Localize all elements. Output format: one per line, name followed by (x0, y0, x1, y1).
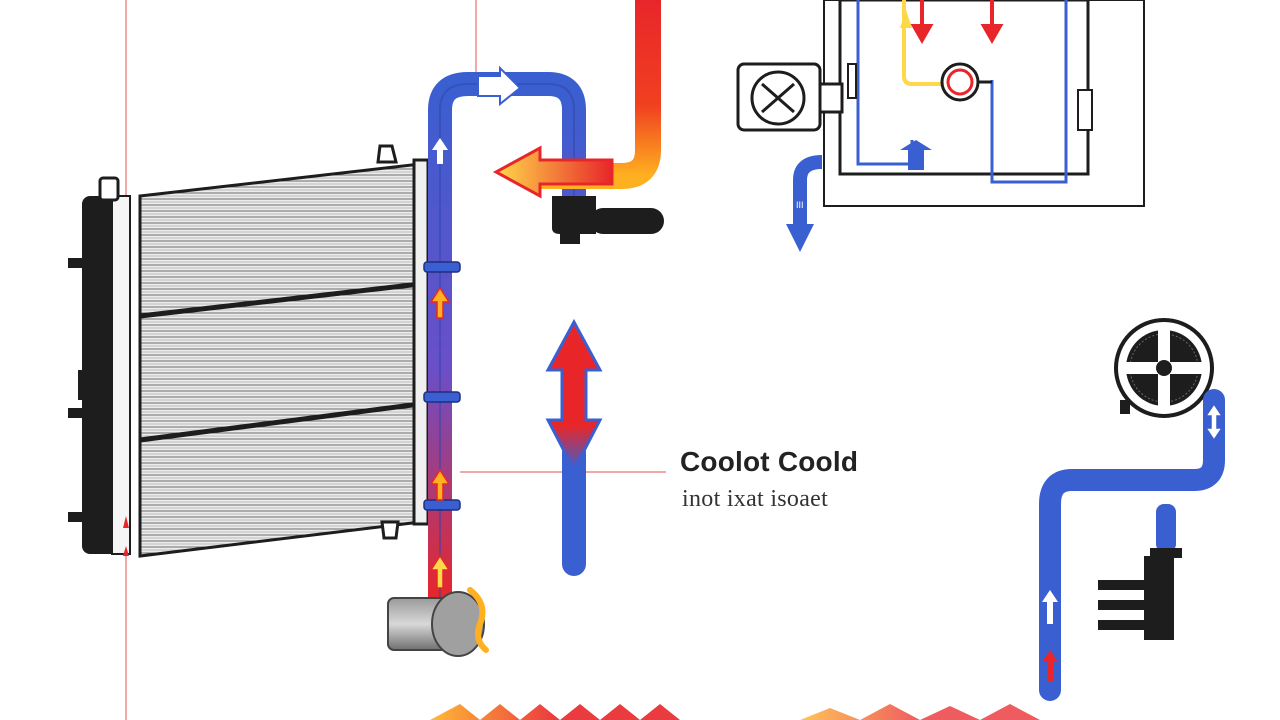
water-pump (387, 587, 489, 657)
diagram-subtitle: inot ixat isoaet (682, 486, 829, 512)
engine-block: III (786, 0, 1145, 252)
coolant-sensor (1098, 504, 1182, 640)
cooling-fan (1114, 318, 1214, 418)
radiator (68, 144, 430, 558)
bottom-hot-flow (430, 704, 1040, 720)
svg-text:III: III (796, 200, 804, 210)
radiator-outlet-pipe (423, 65, 586, 612)
flow-direction-arrow (545, 318, 603, 576)
return-pipe (1039, 389, 1225, 701)
hot-inlet-pipe (492, 0, 664, 244)
fan-motor (736, 62, 844, 132)
diagram-title: Coolot Coold (680, 446, 859, 477)
thermostat-housing (552, 196, 664, 244)
